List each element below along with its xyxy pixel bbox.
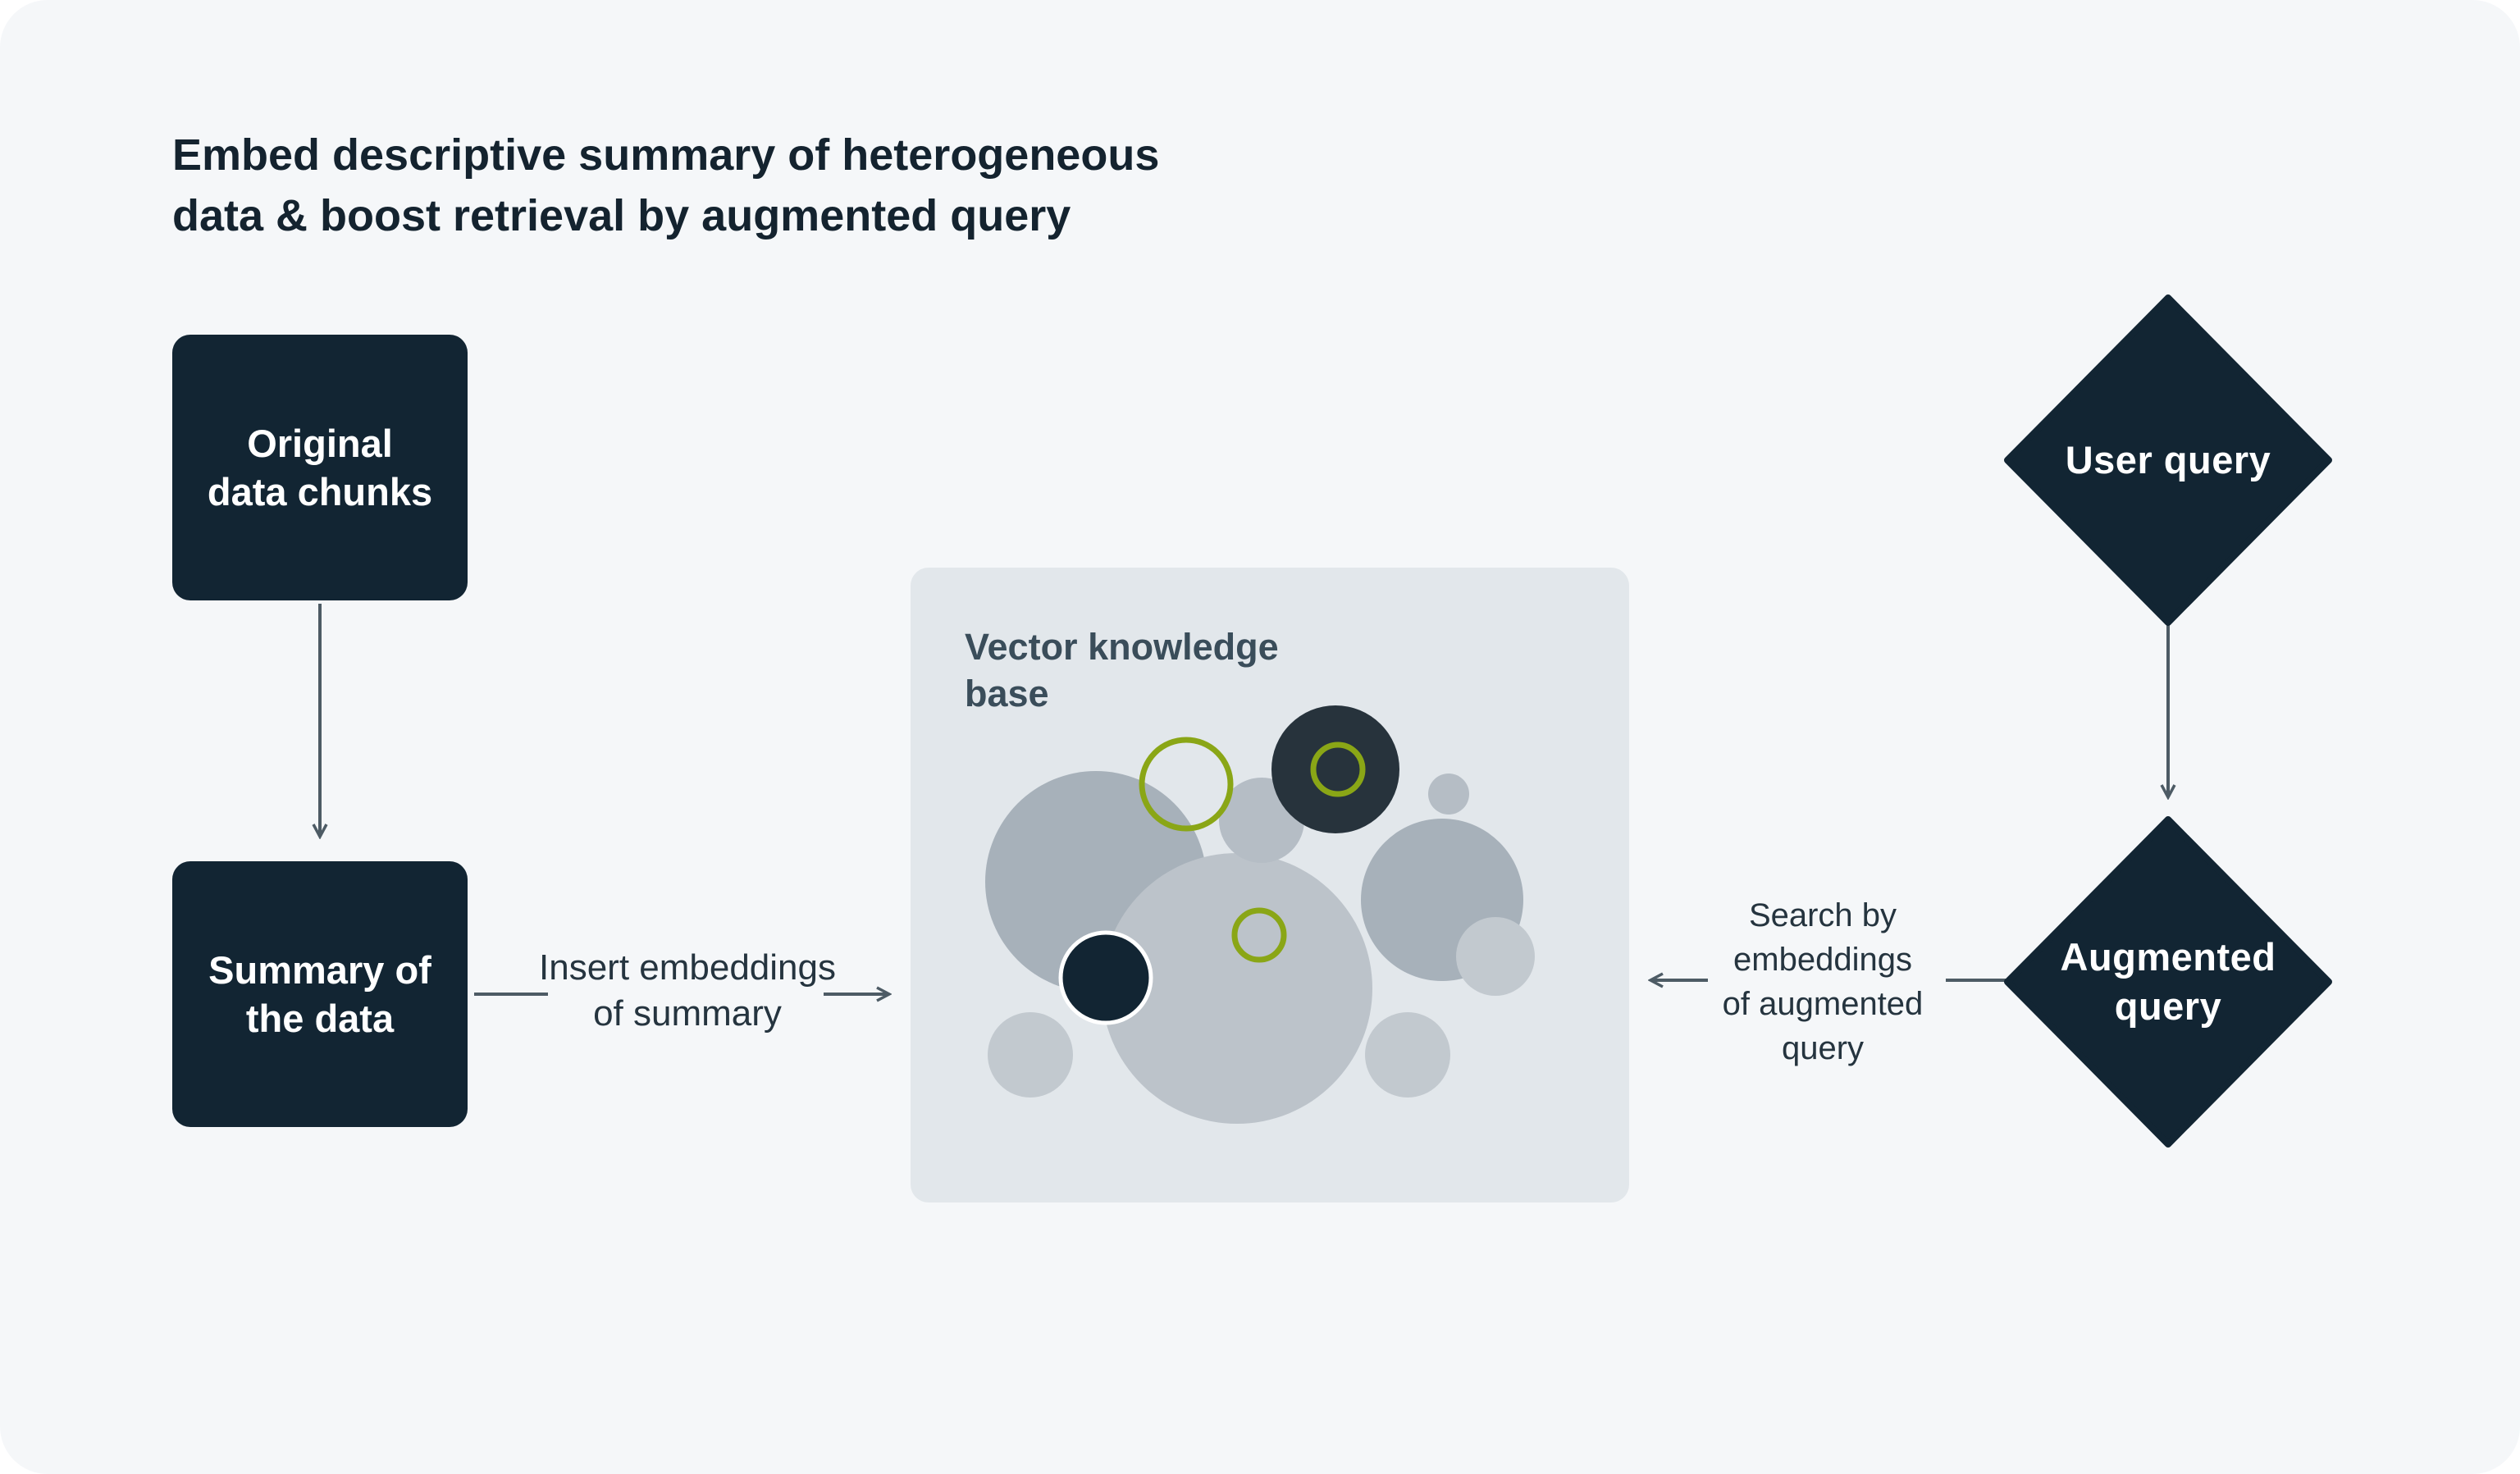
search-label-line-1: Search by	[1748, 897, 1897, 933]
embedding-ring-green-large	[1139, 737, 1234, 832]
insert-embeddings-label: Insert embeddings of summary	[515, 945, 860, 1037]
embedding-circle-large-center	[1102, 853, 1372, 1124]
search-label-line-4: query	[1781, 1030, 1865, 1066]
kb-label-line-1: Vector knowledge	[965, 626, 1279, 668]
embedding-ring-green-small	[1231, 907, 1287, 963]
insert-label-line-2: of summary	[593, 993, 782, 1034]
search-label-line-2: embeddings	[1733, 942, 1912, 978]
augmented-label-line-1: Augmented	[2060, 935, 2276, 979]
diagram-title: Embed descriptive summary of heterogeneo…	[172, 125, 1403, 246]
augmented-label-line-2: query	[2114, 984, 2222, 1028]
user-query-label: User query	[2065, 438, 2271, 481]
title-line-1: Embed descriptive summary of heterogeneo…	[172, 130, 1160, 180]
embedding-circle-bottom-left	[988, 1012, 1073, 1098]
original-node-line-1: Original	[247, 422, 393, 465]
original-node-line-2: data chunks	[207, 470, 433, 513]
augmented-query-diamond-shape	[2004, 816, 2332, 1148]
search-label-line-3: of augmented	[1722, 986, 1924, 1022]
embedding-circle-dark-top	[1271, 705, 1399, 833]
augmented-query-node: Augmented query	[2004, 816, 2332, 1148]
user-query-node: User query	[2004, 294, 2332, 626]
search-embeddings-label: Search by embeddings of augmented query	[1700, 893, 1946, 1070]
insert-label-line-1: Insert embeddings	[539, 947, 836, 988]
summary-node-line-2: the data	[245, 997, 395, 1040]
kb-label-line-2: base	[965, 673, 1049, 714]
original-data-chunks-node: Original data chunks	[172, 335, 468, 600]
summary-node: Summary of the data	[172, 861, 468, 1127]
embedding-circle-bottom-right	[1365, 1012, 1450, 1098]
embedding-circle-dark-highlight	[1058, 930, 1153, 1025]
summary-node-line-1: Summary of	[208, 948, 431, 992]
embedding-circle-tiny	[1428, 774, 1469, 815]
user-query-diamond-shape	[2004, 294, 2332, 626]
embedding-ring-green-in-dark	[1310, 742, 1366, 797]
embedding-circle-right-small	[1456, 917, 1535, 996]
title-line-2: data & boost retrieval by augmented quer…	[172, 191, 1071, 240]
knowledge-base-label: Vector knowledge base	[965, 623, 1457, 717]
